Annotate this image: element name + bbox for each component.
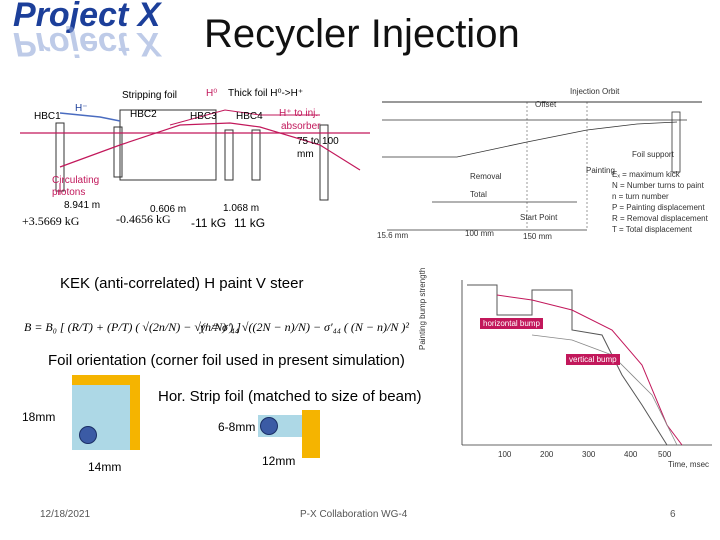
formula-right: y′ = σ′₄₄ √((2N − n)/N) − σ′₄₄ ( (N − n)… [200, 320, 409, 334]
field-2: -0.4656 kG [116, 212, 171, 226]
legend-item: n = turn number [612, 192, 669, 201]
foil-gold-top [72, 375, 140, 385]
circulating-label-2: protons [52, 187, 86, 198]
legend-item: T = Total displacement [612, 225, 692, 234]
total-label: Total [470, 190, 487, 199]
x-tick: 300 [582, 450, 596, 459]
slide-title: Recycler Injection [204, 12, 520, 56]
footer-page-number: 6 [670, 509, 676, 520]
stripping-foil-label: Stripping foil [122, 90, 178, 101]
foil-support-label: Foil support [632, 150, 674, 159]
injection-orbit-diagram [377, 82, 707, 242]
foil-gold-right [130, 375, 140, 450]
legend-item: Eₓ = maximum kick [612, 170, 680, 179]
x-tick: 100 [498, 450, 512, 459]
dim-14mm: 14mm [88, 460, 122, 474]
distance-1: 8.941 m [64, 200, 101, 211]
field-3: -11 kG [191, 216, 227, 230]
hbc3-label: HBC3 [190, 111, 217, 122]
range-label-1: 75 to 100 [297, 136, 339, 147]
h-plus-label-1: H⁺ to inj. [279, 108, 319, 119]
offset-label: Offset [535, 100, 557, 109]
h-minus-path [59, 112, 121, 122]
hbc2-magnet-a [113, 126, 123, 178]
dim-12mm: 12mm [262, 454, 296, 468]
h-minus-label: H⁻ [75, 103, 88, 114]
vertical-bump-label: vertical bump [566, 354, 620, 365]
painting-label: Painting [586, 166, 615, 175]
strip-heading: Hor. Strip foil (matched to size of beam… [158, 388, 422, 405]
formula-left: B = B₀ [ (R/T) + (P/T) ( √(2n/N) − √(n/N… [24, 320, 241, 334]
distance-2: 0.606 m [150, 204, 187, 215]
plot-y-axis-label: Painting bump strength [418, 267, 427, 350]
footer-center: P-X Collaboration WG-4 [300, 509, 408, 520]
beam-dot [79, 426, 97, 444]
dim-18mm: 18mm [22, 410, 56, 424]
x-tick: 400 [624, 450, 638, 459]
dim-100: 100 mm [465, 229, 494, 238]
corner-foil [72, 375, 140, 450]
removal-label: Removal [470, 172, 502, 181]
x-tick: 200 [540, 450, 554, 459]
h0-path [169, 109, 320, 126]
range-label-2: mm [297, 149, 314, 160]
bump-plot-svg [461, 280, 712, 446]
project-x-logo: Project X Project X [5, 0, 175, 65]
distance-3: 1.068 m [223, 203, 260, 214]
hbc4-label: HBC4 [236, 111, 263, 122]
beamline-svg [20, 109, 370, 201]
logo-text: Project X [13, 0, 161, 34]
kek-heading: KEK (anti-correlated) H paint V steer [60, 275, 304, 292]
orbit-legend: Eₓ = maximum kick N = Number turns to pa… [612, 170, 708, 234]
legend-item: P = Painting displacement [612, 203, 705, 212]
logo-reflection: Project X [13, 25, 161, 63]
hbc2-label: HBC2 [130, 109, 157, 120]
x-tick: 500 [658, 450, 672, 459]
thick-foil-label: Thick foil H⁰->H⁺ [228, 88, 304, 99]
dim-15-6: 15.6 mm [377, 231, 409, 240]
bump-orbit [59, 122, 361, 171]
x-unit: Time, msec [668, 460, 710, 469]
injection-orbit-label: Injection Orbit [570, 87, 620, 96]
foil-heading: Foil orientation (corner foil used in pr… [48, 352, 405, 369]
field-1: +3.5669 kG [22, 214, 80, 228]
h0-label: H⁰ [206, 88, 218, 99]
h-plus-label-2: absorber [281, 121, 321, 132]
beamline-diagram [20, 85, 370, 245]
strip-beam-dot [260, 417, 278, 435]
footer-date: 12/18/2021 [40, 509, 91, 520]
strip-foil [258, 410, 320, 458]
absorber-magnet [319, 124, 329, 201]
dim-6-8mm: 6-8mm [218, 420, 256, 434]
orbit-svg [382, 101, 702, 231]
hbc1-label: HBC1 [34, 111, 61, 122]
bump-plot [452, 275, 717, 465]
circulating-label-1: Circulating [52, 175, 100, 186]
hbc4-magnet [251, 129, 261, 181]
legend-item: R = Removal displacement [612, 214, 708, 223]
strip-foil-gold [302, 410, 320, 458]
hbc3-magnet [224, 129, 234, 181]
horizontal-bump-label: horizontal bump [480, 318, 543, 329]
field-4: 11 kG [234, 216, 266, 230]
dim-150: 150 mm [523, 232, 552, 241]
legend-item: N = Number turns to paint [612, 181, 704, 190]
start-point-label: Start Point [520, 213, 558, 222]
